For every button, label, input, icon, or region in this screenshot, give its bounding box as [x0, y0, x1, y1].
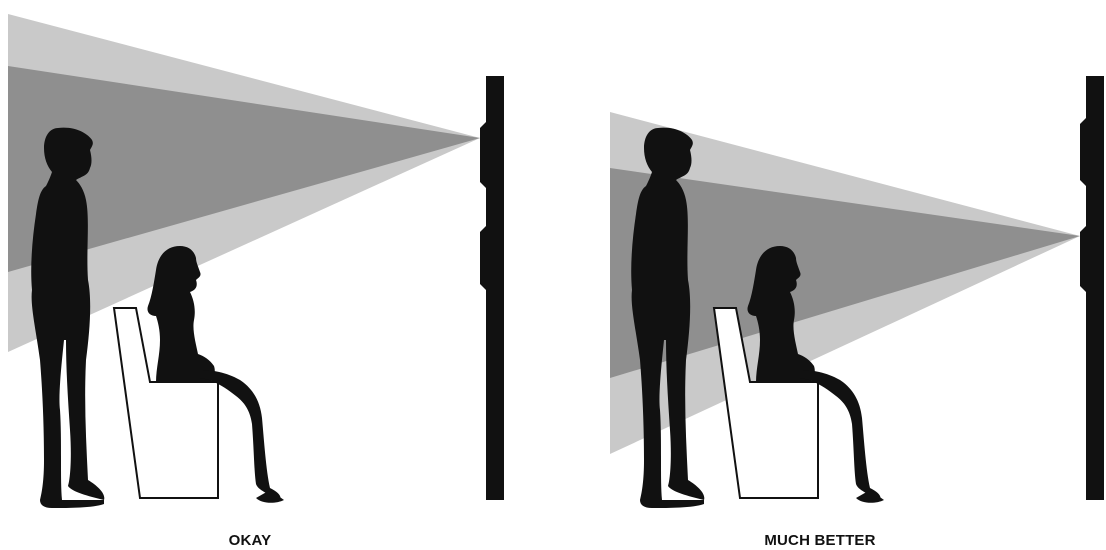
wall-left: [480, 76, 504, 500]
panel-right: [610, 76, 1104, 508]
caption-much-better: MUCH BETTER: [730, 532, 910, 550]
caption-okay: OKAY: [180, 532, 320, 550]
panel-left: [8, 14, 504, 508]
wall-right: [1080, 76, 1104, 500]
